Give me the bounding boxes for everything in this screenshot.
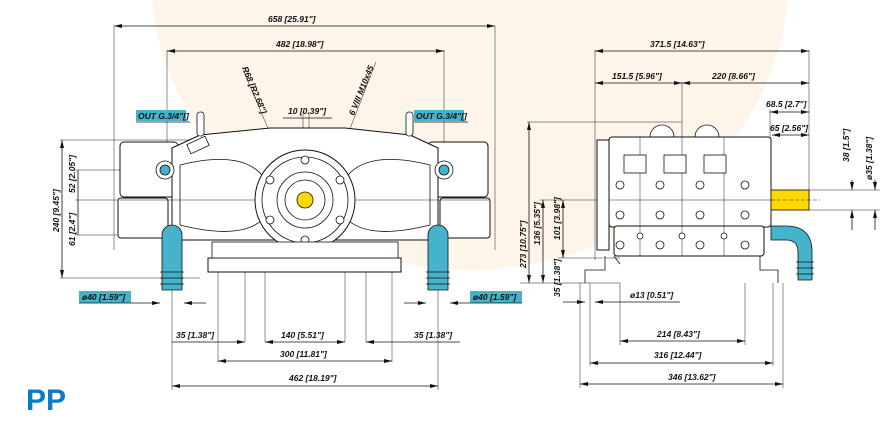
dim-shaft-length-total: 68.5 [2.7"] — [766, 99, 808, 109]
dim-inlet-span: 462 [18.19"] — [288, 373, 338, 383]
side-view: 371.5 [14.63"] 151.5 [5.96"] 220 [8.66"]… — [518, 39, 880, 388]
outlet-left-tag — [136, 110, 186, 121]
brand-label: PP — [26, 384, 67, 417]
dim-shaft-height: 136 [5.35"] — [532, 201, 542, 245]
outlet-right-tag — [414, 110, 464, 121]
dim-bolt-pattern: 6 VIII M10x45 — [347, 64, 376, 117]
dim-key-width: 10 [0.39"] — [288, 106, 327, 116]
dim-port-spacing: 482 [18.98"] — [275, 39, 325, 49]
dim-inlet-height: 61 [2.4"] — [67, 212, 77, 246]
pump-front-body — [117, 111, 491, 291]
dim-overall-length: 371.5 [14.63"] — [650, 39, 706, 49]
inlet-left — [161, 224, 183, 291]
dim-outlet-right: OUT G.3/4"[] — [416, 111, 468, 121]
dim-foot-inner-span: 316 [12.44"] — [654, 350, 703, 360]
inlet-left-tag — [79, 291, 131, 303]
dim-outlet-left: OUT G.3/4"[] — [138, 111, 190, 121]
dim-foot-offset-left: 35 [1.38"] — [176, 330, 215, 340]
dim-mount-hole: ø13 [0.51"] — [630, 290, 674, 300]
dim-foot-outer-span: 346 [13.62"] — [668, 372, 717, 382]
dim-shaft-length: 65 [2.56"] — [770, 123, 809, 133]
dim-side-overall-height: 273 [10.75"] — [518, 219, 528, 269]
outlet-port-right — [438, 164, 450, 176]
pump-side-body — [584, 124, 820, 283]
dim-shaft-diameter: ø35 [1.38"] — [864, 136, 874, 180]
dim-front-length: 151.5 [5.96"] — [612, 71, 663, 81]
dim-rear-length: 220 [8.66"] — [711, 71, 756, 81]
dim-foot-center: 140 [5.51"] — [281, 330, 325, 340]
dim-inlet-left: ø40 [1.59"] — [82, 292, 126, 302]
inlet-right-tag — [470, 291, 522, 303]
front-view: 658 [25.91"] 482 [18.98"] R68 [R2.68"] 6… — [51, 14, 522, 390]
dim-manifold-height: 101 [3.98"] — [552, 196, 562, 240]
dim-key-height: 38 [1.5"] — [841, 128, 851, 162]
dim-overall-width: 658 [25.91"] — [268, 14, 317, 24]
dim-foot-span: 300 [11.81"] — [280, 349, 328, 359]
outlet-port-left — [159, 164, 171, 176]
dim-foot-offset-right: 35 [1.38"] — [414, 330, 453, 340]
dim-radius: R68 [R2.68"] — [240, 65, 269, 116]
dim-inlet-right: ø40 [1.59"] — [473, 292, 517, 302]
dim-hole-spacing: 214 [8.43"] — [656, 329, 701, 339]
side-inlet-elbow — [770, 225, 813, 281]
dim-outlet-height: 52 [2.05"] — [67, 154, 77, 193]
dim-foot-height: 35 [1.38"] — [552, 258, 562, 297]
shaft-end — [296, 191, 314, 209]
dim-overall-height: 240 [9.45"] — [51, 188, 61, 233]
inlet-right — [427, 224, 449, 291]
